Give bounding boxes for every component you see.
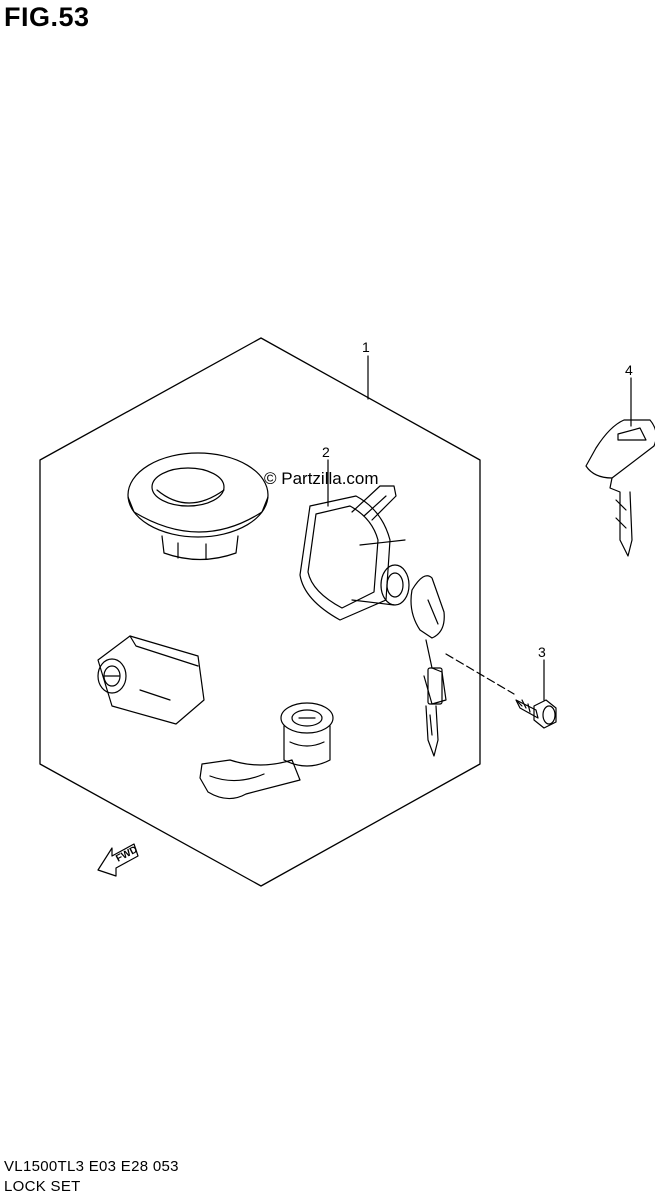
leader-line-3-dashed (445, 653, 515, 695)
helmet-lock-drawing (97, 635, 205, 725)
trunk-lock-drawing (199, 702, 334, 800)
diagram-code: VL1500TL3 E03 E28 053 (4, 1158, 179, 1175)
figure-title: FIG.53 (4, 2, 90, 32)
lock-key-drawing (410, 575, 447, 757)
fwd-arrow: FWD (97, 843, 140, 877)
bolt-drawing (515, 699, 557, 729)
seat-lock-drawing (299, 485, 410, 621)
callout-3: 3 (538, 644, 546, 660)
callout-1: 1 (362, 339, 370, 355)
diagram-name: LOCK SET (4, 1178, 81, 1195)
kit-boundary-hexagon (39, 337, 481, 887)
callout-2: 2 (322, 444, 330, 460)
fuel-cap-drawing (127, 452, 269, 561)
watermark: © Partzilla.com (264, 469, 379, 488)
callout-4: 4 (625, 362, 633, 378)
spare-key-drawing (585, 419, 655, 557)
